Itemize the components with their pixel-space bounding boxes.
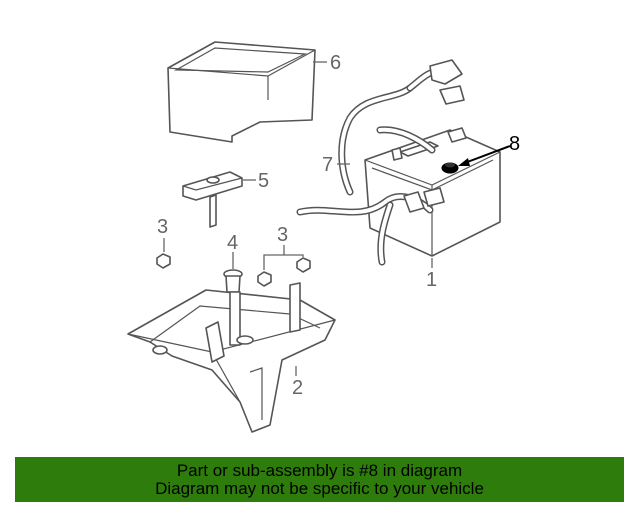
part-2-battery-tray[interactable] xyxy=(127,282,336,433)
leader-8 xyxy=(461,145,511,165)
banner-line-1: Part or sub-assembly is #8 in diagram xyxy=(176,460,463,480)
part-4-bolt[interactable] xyxy=(223,269,243,293)
banner-line-2: Diagram may not be specific to your vehi… xyxy=(155,478,484,498)
parts-diagram: 6 5 3 3 4 2 xyxy=(127,41,520,433)
callout-3b: 3 xyxy=(277,224,288,246)
part-3-nut-left[interactable] xyxy=(156,253,171,269)
callout-6: 6 xyxy=(330,52,341,74)
part-6-battery-cover[interactable] xyxy=(167,41,316,143)
callout-7: 7 xyxy=(322,154,333,176)
callout-4: 4 xyxy=(227,232,238,254)
part-8-terminal-cap[interactable] xyxy=(441,162,459,174)
part-3-nuts-right[interactable] xyxy=(257,257,311,287)
part-7-cable-harness[interactable] xyxy=(296,59,465,266)
leader-8-arrowhead xyxy=(458,158,470,166)
callout-5: 5 xyxy=(258,170,269,192)
part-5-hold-down-clamp[interactable] xyxy=(182,171,243,228)
callout-8: 8 xyxy=(509,133,520,155)
callout-2: 2 xyxy=(292,377,303,399)
callout-1: 1 xyxy=(426,269,437,291)
info-banner: Part or sub-assembly is #8 in diagram Di… xyxy=(15,457,624,502)
callout-3a: 3 xyxy=(157,216,168,238)
